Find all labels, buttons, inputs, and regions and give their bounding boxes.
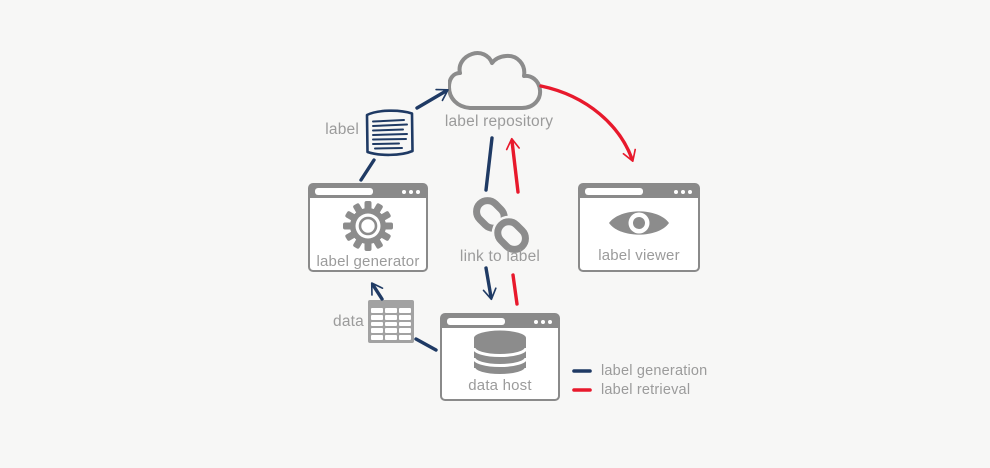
legend-item-generation: label generation <box>572 364 707 379</box>
cloud-icon <box>448 51 543 110</box>
data-label: data <box>333 313 364 330</box>
legend-label-retrieval: label retrieval <box>601 381 691 398</box>
edge-generator-to-label <box>359 158 376 182</box>
edge-repository-to-viewer <box>539 84 637 163</box>
edge-repository-to-link <box>484 136 494 192</box>
window-buttons <box>534 319 552 324</box>
window-buttons <box>674 189 692 194</box>
link-label: link to label <box>459 248 541 265</box>
edge-datahost-to-link <box>511 273 519 306</box>
legend-item-retrieval: label retrieval <box>572 381 707 398</box>
address-bar <box>585 188 643 195</box>
legend: label generation label retrieval <box>572 364 707 397</box>
edge-data-to-generator <box>370 282 384 301</box>
edge-link-to-repository <box>505 137 520 194</box>
window-buttons <box>402 189 420 194</box>
legend-dash-generation <box>572 369 592 374</box>
document-icon <box>365 109 414 157</box>
edge-datahost-to-data <box>414 337 438 352</box>
label-viewer-caption: label viewer <box>598 247 680 264</box>
edge-link-to-datahost <box>482 266 497 301</box>
browser-titlebar <box>310 185 426 198</box>
label-generator-caption: label generator <box>316 253 420 270</box>
label-doc-label: label <box>325 121 359 138</box>
gear-icon <box>343 201 393 251</box>
legend-label-generation: label generation <box>601 363 708 379</box>
label-generator-window: label generator <box>308 183 428 272</box>
repository-label: label repository <box>444 113 554 130</box>
browser-titlebar <box>442 315 558 328</box>
table-icon <box>368 300 414 343</box>
address-bar <box>447 318 505 325</box>
browser-titlebar <box>580 185 698 198</box>
data-host-window: data host <box>440 313 560 401</box>
eye-icon <box>609 211 669 235</box>
label-viewer-window: label viewer <box>578 183 700 272</box>
address-bar <box>315 188 373 195</box>
edge-label-to-repository <box>415 88 449 110</box>
legend-dash-retrieval <box>572 387 592 392</box>
data-host-caption: data host <box>468 377 532 394</box>
database-icon <box>472 330 528 377</box>
